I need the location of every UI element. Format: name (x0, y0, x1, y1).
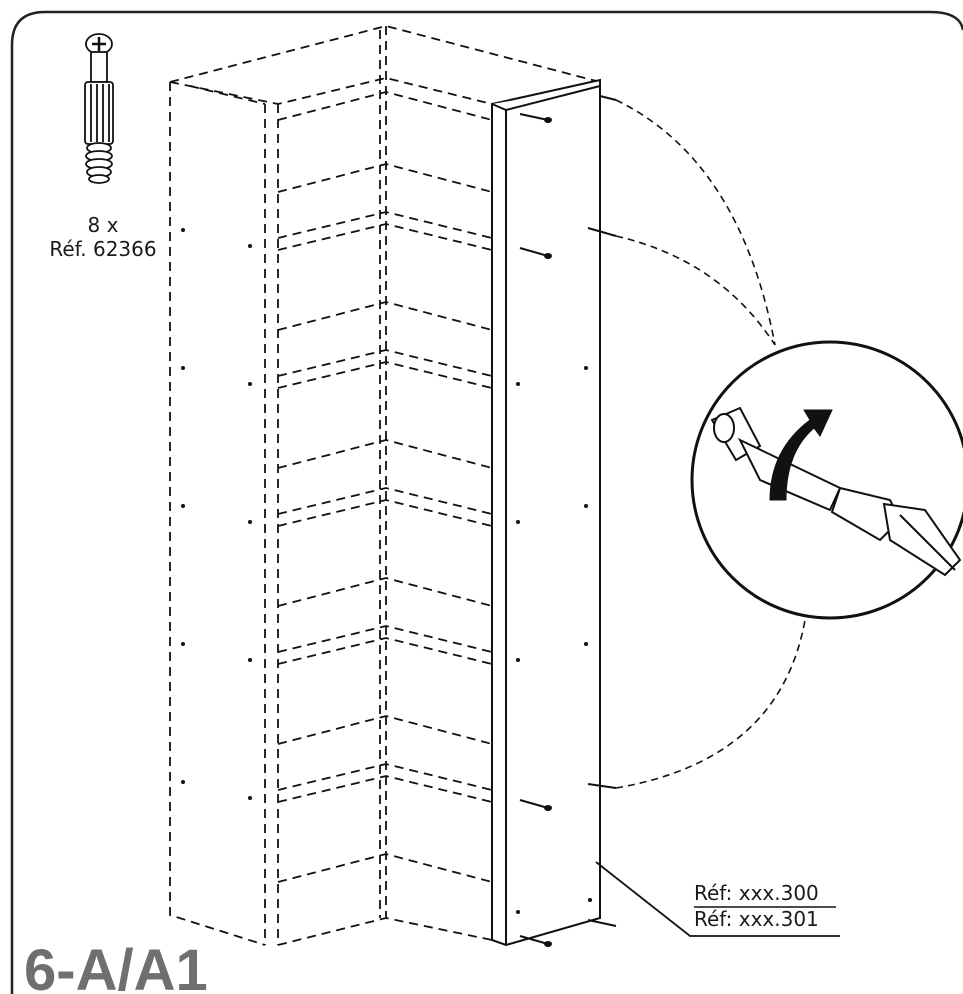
detail-magnifier (690, 340, 963, 620)
panel-ref-2: Réf: xxx.301 (694, 907, 819, 931)
step-label: 6-A/A1 (24, 938, 208, 994)
shelves (277, 91, 493, 883)
panel-ref-1: Réf: xxx.300 (694, 881, 819, 905)
hardware-reference: Réf. 62366 (49, 237, 156, 261)
rotate-arrow-icon (769, 409, 833, 501)
side-panel (491, 78, 601, 947)
hole-dots (181, 228, 592, 914)
inserted-bolts (519, 95, 617, 947)
detail-leaders (615, 99, 806, 789)
page-frame (10, 10, 963, 994)
hardware-quantity: 8 x (88, 213, 119, 237)
cam-bolt-icon (84, 33, 114, 184)
screwdriver-icon (710, 406, 962, 577)
ref-leader (595, 861, 840, 937)
